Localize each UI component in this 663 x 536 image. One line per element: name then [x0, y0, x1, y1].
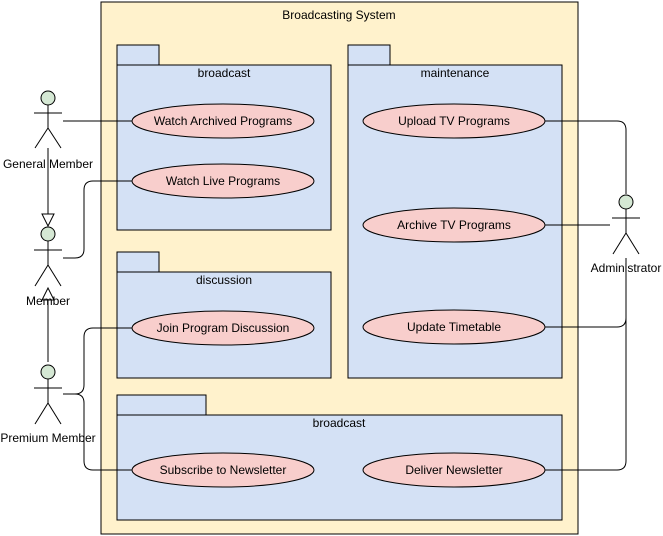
package-tab [347, 44, 391, 66]
package-label: discussion [196, 273, 252, 287]
gen-arrowhead-down [41, 213, 55, 228]
usecase-ellipse[interactable] [362, 309, 546, 345]
actor-leg-left [34, 264, 49, 287]
usecase-label: Deliver Newsletter [405, 463, 502, 477]
actor-head [618, 194, 634, 210]
actor-label-premium-member: Premium Member [0, 431, 95, 445]
actor-leg-left [612, 232, 627, 255]
package-label: broadcast [198, 66, 251, 80]
assoc-admin-deliver [545, 258, 627, 471]
actor-member[interactable] [34, 226, 62, 287]
usecase-ellipse[interactable] [362, 452, 546, 488]
usecase-label: Join Program Discussion [157, 321, 290, 335]
usecase-label: Watch Archived Programs [154, 114, 292, 128]
usecase-subscribe-newsletter[interactable]: Subscribe to Newsletter [131, 452, 315, 488]
actor-leg-right [47, 264, 62, 287]
assoc-admin-upload [545, 120, 627, 194]
actor-label-administrator: Administrator [591, 261, 662, 275]
package-body [116, 64, 332, 231]
actor-label-general-member: General Member [3, 157, 93, 171]
usecase-ellipse[interactable] [131, 163, 315, 199]
usecase-ellipse[interactable] [131, 103, 315, 139]
actor-label-member: Member [26, 294, 70, 308]
usecase-label: Upload TV Programs [398, 114, 510, 128]
usecase-archive-tv[interactable]: Archive TV Programs [362, 207, 546, 243]
usecase-deliver-newsletter[interactable]: Deliver Newsletter [362, 452, 546, 488]
package-broadcast-top: broadcast [116, 44, 332, 231]
package-tab [116, 251, 160, 273]
usecase-watch-live[interactable]: Watch Live Programs [131, 163, 315, 199]
actor-leg-left [34, 402, 49, 425]
usecase-ellipse[interactable] [362, 207, 546, 243]
package-label: broadcast [313, 416, 366, 430]
actor-administrator[interactable] [612, 194, 640, 255]
usecase-ellipse[interactable] [362, 103, 546, 139]
assoc-member-watch-live [63, 180, 133, 259]
actor-head [40, 364, 56, 380]
generalizations [41, 148, 55, 362]
actor-general-member[interactable] [34, 90, 62, 149]
actor-premium-member[interactable] [34, 364, 62, 425]
usecase-update-timetable[interactable]: Update Timetable [362, 309, 546, 345]
actor-leg-right [47, 402, 62, 425]
system-title: Broadcasting System [282, 8, 395, 22]
usecase-ellipse[interactable] [131, 310, 315, 346]
associations [63, 120, 627, 471]
package-tab [116, 44, 160, 66]
usecase-ellipse[interactable] [131, 452, 315, 488]
actor-leg-right [625, 232, 640, 255]
usecase-label: Archive TV Programs [397, 218, 511, 232]
assoc-premium-subscribe [63, 393, 133, 471]
usecase-watch-archived[interactable]: Watch Archived Programs [131, 103, 315, 139]
usecase-label: Update Timetable [407, 320, 501, 334]
assoc-premium-join-discussion [63, 327, 133, 395]
package-tab [116, 394, 207, 416]
usecase-join-discussion[interactable]: Join Program Discussion [131, 310, 315, 346]
usecase-upload-tv[interactable]: Upload TV Programs [362, 103, 546, 139]
package-label: maintenance [421, 66, 490, 80]
actor-leg-left [34, 127, 49, 149]
usecase-label: Subscribe to Newsletter [160, 463, 287, 477]
actor-leg-right [47, 127, 62, 149]
gen-arrowhead-up [41, 286, 55, 301]
usecase-label: Watch Live Programs [166, 174, 280, 188]
actor-head [40, 226, 56, 242]
actor-head [40, 90, 56, 106]
